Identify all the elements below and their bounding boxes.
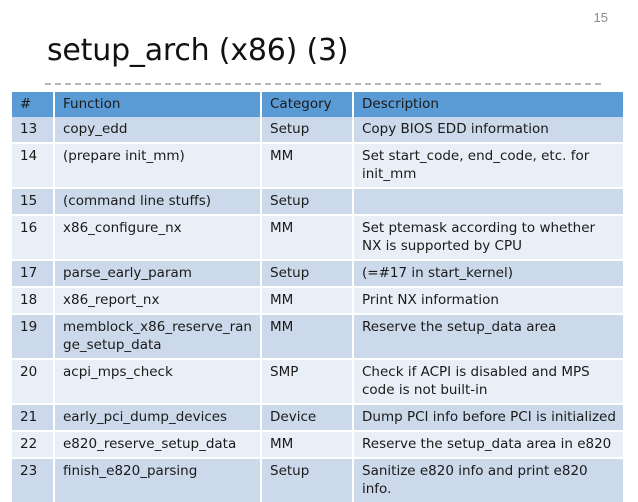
table-row: 19 memblock_x86_reserve_range_setup_data… (12, 315, 623, 360)
cell-function: parse_early_param (55, 261, 262, 288)
cell-category: MM (262, 144, 354, 189)
cell-description: Copy BIOS EDD information (354, 117, 623, 144)
cell-description: Dump PCI info before PCI is initialized (354, 405, 623, 432)
cell-function: e820_reserve_setup_data (55, 432, 262, 459)
table-row: 16 x86_configure_nx MM Set ptemask accor… (12, 216, 623, 261)
column-header-description: Description (354, 92, 623, 117)
placeholder-dashed-border (45, 83, 601, 85)
table-row: 13 copy_edd Setup Copy BIOS EDD informat… (12, 117, 623, 144)
cell-description: (=#17 in start_kernel) (354, 261, 623, 288)
cell-function: (prepare init_mm) (55, 144, 262, 189)
cell-category: Device (262, 405, 354, 432)
cell-category: SMP (262, 360, 354, 405)
cell-number: 22 (12, 432, 55, 459)
table-row: 14 (prepare init_mm) MM Set start_code, … (12, 144, 623, 189)
cell-description: Reserve the setup_data area (354, 315, 623, 360)
cell-category: MM (262, 432, 354, 459)
table-body: 13 copy_edd Setup Copy BIOS EDD informat… (12, 117, 623, 502)
cell-number: 20 (12, 360, 55, 405)
cell-category: Setup (262, 189, 354, 216)
table-row: 15 (command line stuffs) Setup (12, 189, 623, 216)
cell-category: MM (262, 216, 354, 261)
table-row: 18 x86_report_nx MM Print NX information (12, 288, 623, 315)
cell-function: memblock_x86_reserve_range_setup_data (55, 315, 262, 360)
slide-number: 15 (593, 10, 608, 25)
function-table-container: # Function Category Description 13 copy_… (12, 92, 623, 502)
table-header: # Function Category Description (12, 92, 623, 117)
cell-description: Sanitize e820 info and print e820 info. (354, 459, 623, 502)
cell-category: Setup (262, 459, 354, 502)
table-row: 22 e820_reserve_setup_data MM Reserve th… (12, 432, 623, 459)
cell-number: 15 (12, 189, 55, 216)
page-title: setup_arch (x86) (3) (47, 33, 349, 68)
cell-number: 19 (12, 315, 55, 360)
cell-description: Print NX information (354, 288, 623, 315)
cell-category: Setup (262, 261, 354, 288)
cell-description (354, 189, 623, 216)
cell-description: Reserve the setup_data area in e820 (354, 432, 623, 459)
cell-category: MM (262, 288, 354, 315)
cell-function: x86_configure_nx (55, 216, 262, 261)
table-row: 21 early_pci_dump_devices Device Dump PC… (12, 405, 623, 432)
table-row: 20 acpi_mps_check SMP Check if ACPI is d… (12, 360, 623, 405)
column-header-function: Function (55, 92, 262, 117)
cell-function: copy_edd (55, 117, 262, 144)
setup-arch-function-table: # Function Category Description 13 copy_… (12, 92, 623, 502)
cell-number: 23 (12, 459, 55, 502)
cell-number: 13 (12, 117, 55, 144)
table-row: 23 finish_e820_parsing Setup Sanitize e8… (12, 459, 623, 502)
cell-number: 21 (12, 405, 55, 432)
cell-function: x86_report_nx (55, 288, 262, 315)
cell-category: MM (262, 315, 354, 360)
cell-description: Check if ACPI is disabled and MPS code i… (354, 360, 623, 405)
column-header-category: Category (262, 92, 354, 117)
cell-category: Setup (262, 117, 354, 144)
cell-function: finish_e820_parsing (55, 459, 262, 502)
cell-function: acpi_mps_check (55, 360, 262, 405)
cell-function: early_pci_dump_devices (55, 405, 262, 432)
cell-function: (command line stuffs) (55, 189, 262, 216)
cell-number: 14 (12, 144, 55, 189)
table-header-row: # Function Category Description (12, 92, 623, 117)
cell-number: 16 (12, 216, 55, 261)
column-header-number: # (12, 92, 55, 117)
table-row: 17 parse_early_param Setup (=#17 in star… (12, 261, 623, 288)
cell-number: 18 (12, 288, 55, 315)
cell-description: Set ptemask according to whether NX is s… (354, 216, 623, 261)
cell-number: 17 (12, 261, 55, 288)
cell-description: Set start_code, end_code, etc. for init_… (354, 144, 623, 189)
